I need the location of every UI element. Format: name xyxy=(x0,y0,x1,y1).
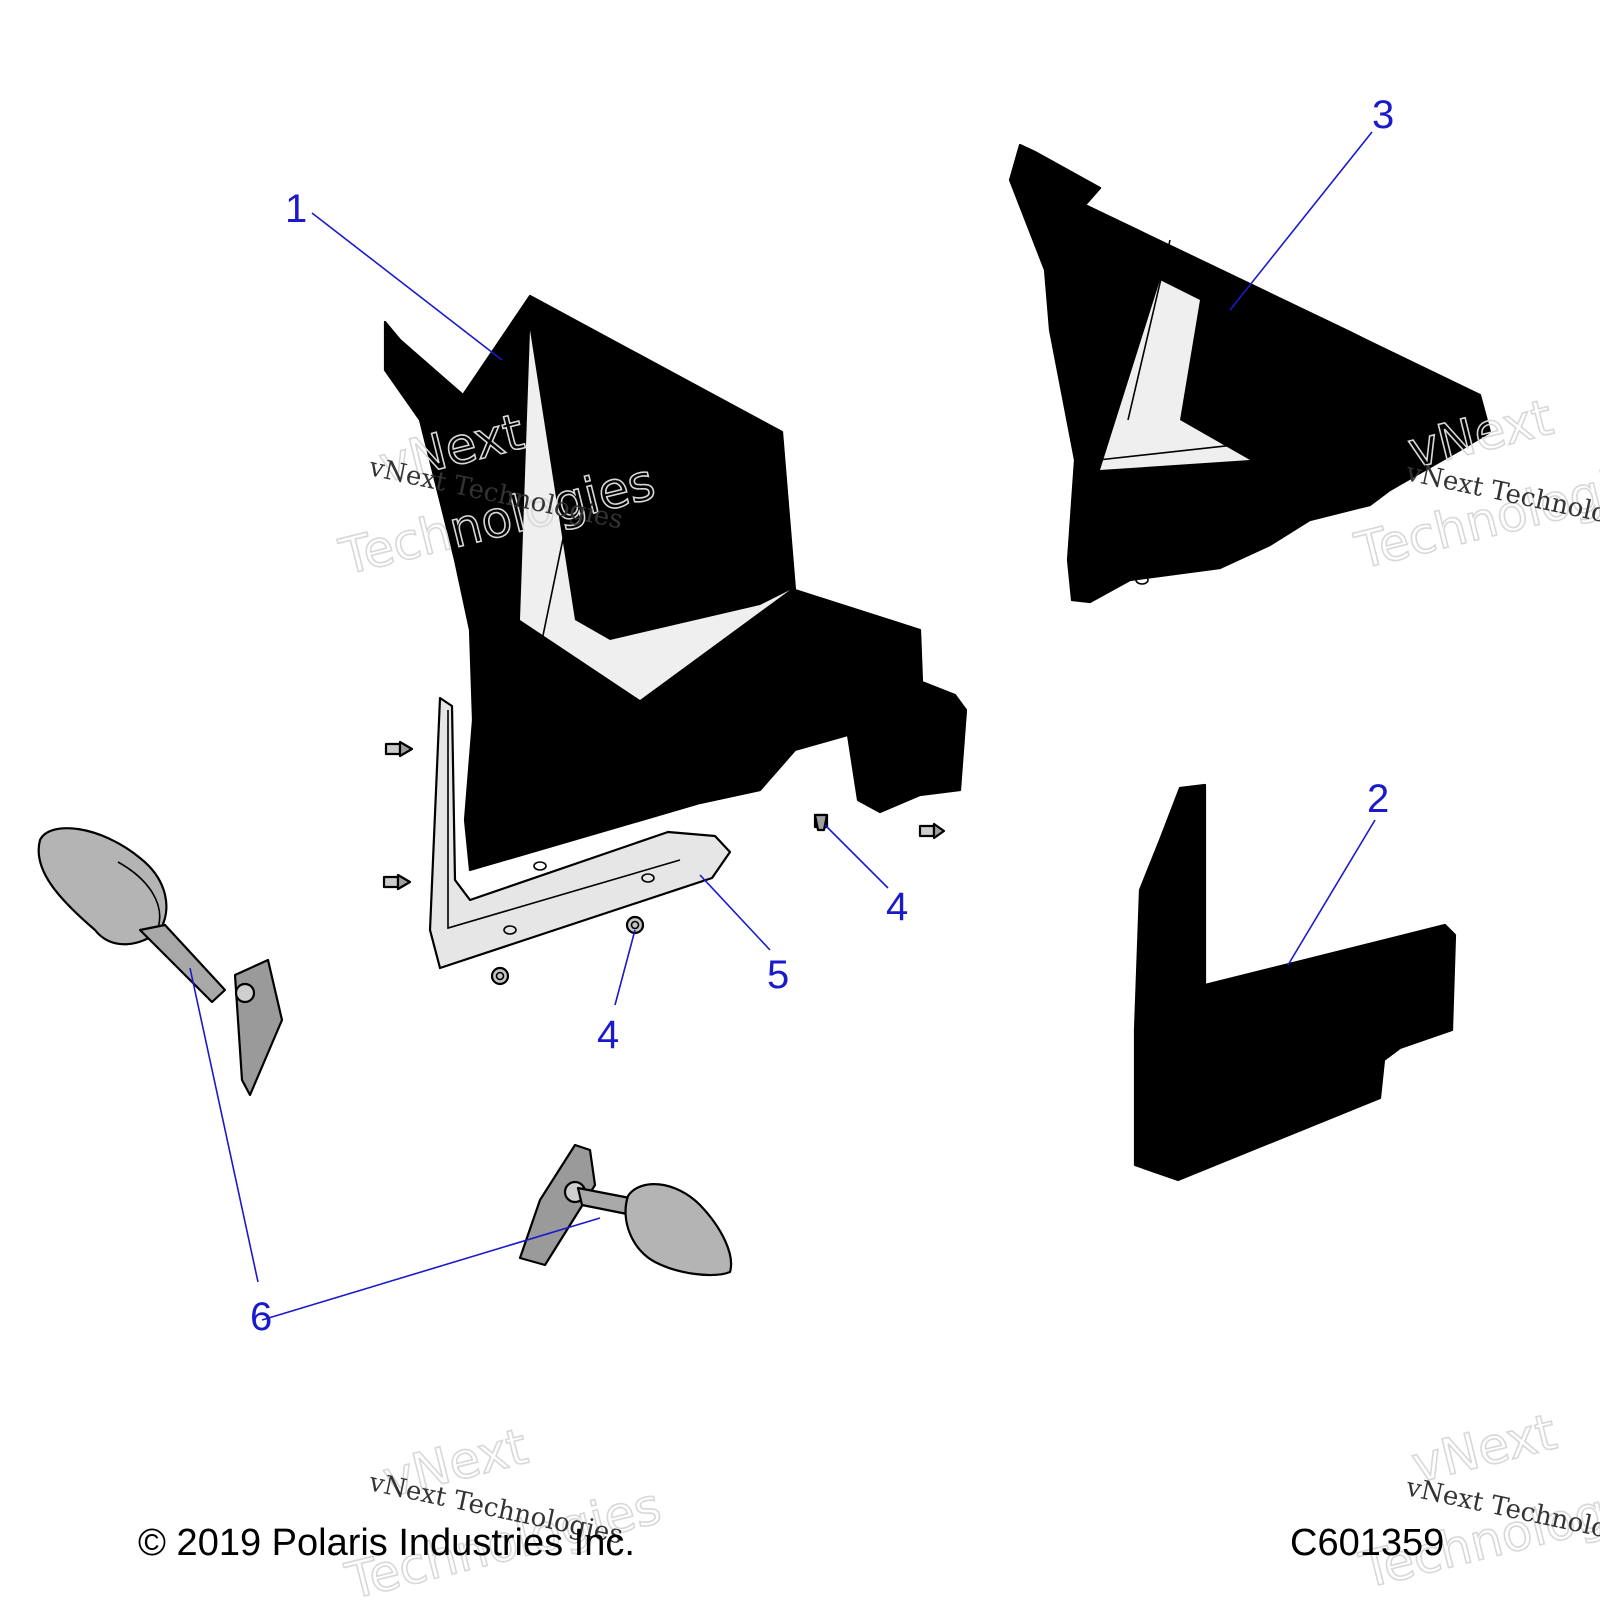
part-1-hole xyxy=(673,773,687,783)
part-3-hole xyxy=(1273,515,1287,525)
part-1-crease-c xyxy=(659,611,781,731)
leader-2 xyxy=(1287,819,1376,966)
callout-3[interactable]: 3 xyxy=(1372,93,1394,137)
part-5-hole xyxy=(641,873,655,883)
callout-5[interactable]: 5 xyxy=(767,953,789,997)
fastener-screw xyxy=(918,822,946,840)
part-3-crease-d xyxy=(1289,367,1351,449)
part-1-crease-d xyxy=(667,689,901,731)
mirror-stem xyxy=(138,923,227,1004)
leader-6a xyxy=(189,967,259,1283)
part-3-crease-a xyxy=(1034,159,1081,461)
copyright-text: © 2019 Polaris Industries Inc. xyxy=(138,1522,635,1564)
part-1-crease-a xyxy=(477,439,521,851)
mirror-mount xyxy=(233,958,284,1097)
part-3-crease-b xyxy=(1127,239,1171,421)
leader-5 xyxy=(699,874,771,951)
mirror-pivot xyxy=(234,982,256,1004)
leader-lines xyxy=(189,131,1376,1321)
part-5-body xyxy=(428,696,732,970)
part-5-hole xyxy=(503,925,517,935)
callout-4[interactable]: 4 xyxy=(886,885,908,929)
fastener-nut xyxy=(490,966,510,986)
callout-6[interactable]: 6 xyxy=(250,1295,272,1339)
mirror-head xyxy=(624,1183,733,1277)
part-3-rim xyxy=(1019,144,1481,396)
part-2-body xyxy=(1133,783,1457,1182)
part-1-crease-b xyxy=(539,359,601,651)
part-6-mirror-left[interactable] xyxy=(37,827,284,1097)
part-5-edge xyxy=(447,710,681,930)
mirror-stem xyxy=(576,1186,634,1217)
part-2-hole xyxy=(1343,1093,1357,1103)
leader-1 xyxy=(311,212,503,361)
callout-4[interactable]: 4 xyxy=(597,1013,619,1057)
callout-1[interactable]: 1 xyxy=(285,187,307,231)
part-4-fasteners[interactable] xyxy=(382,740,946,986)
part-2-hole xyxy=(1203,1153,1217,1163)
fastener-screw xyxy=(813,813,829,832)
part-5-lower-trim[interactable] xyxy=(428,696,732,970)
leader-6b xyxy=(261,1217,601,1321)
mirror-glass xyxy=(117,861,161,929)
part-3-hole xyxy=(1135,575,1149,585)
diagram-id: C601359 xyxy=(1290,1522,1444,1564)
part-2-lower-panel[interactable] xyxy=(1133,783,1457,1182)
callouts: 1 2 3 4 4 5 6 xyxy=(250,93,1394,1339)
leader-4b xyxy=(614,929,636,1006)
callout-2[interactable]: 2 xyxy=(1367,777,1389,821)
fastener-screw xyxy=(382,873,412,891)
part-3-upper-panel[interactable] xyxy=(1008,143,1492,604)
part-2-rim xyxy=(1179,788,1451,993)
part-1-hole xyxy=(533,861,547,871)
mirror-mount xyxy=(518,1143,597,1267)
part-3-shade xyxy=(1100,280,1250,470)
part-6-mirror-right[interactable] xyxy=(518,1143,733,1277)
leader-4a xyxy=(824,824,889,889)
part-1-hole xyxy=(868,787,882,797)
part-1-side-panel[interactable] xyxy=(383,294,968,872)
leader-3 xyxy=(1229,131,1373,311)
part-2-crease xyxy=(1159,999,1196,1161)
part-1-rim xyxy=(384,294,923,683)
part-3-crease-c xyxy=(1079,417,1481,463)
fastener-screw xyxy=(384,740,414,758)
